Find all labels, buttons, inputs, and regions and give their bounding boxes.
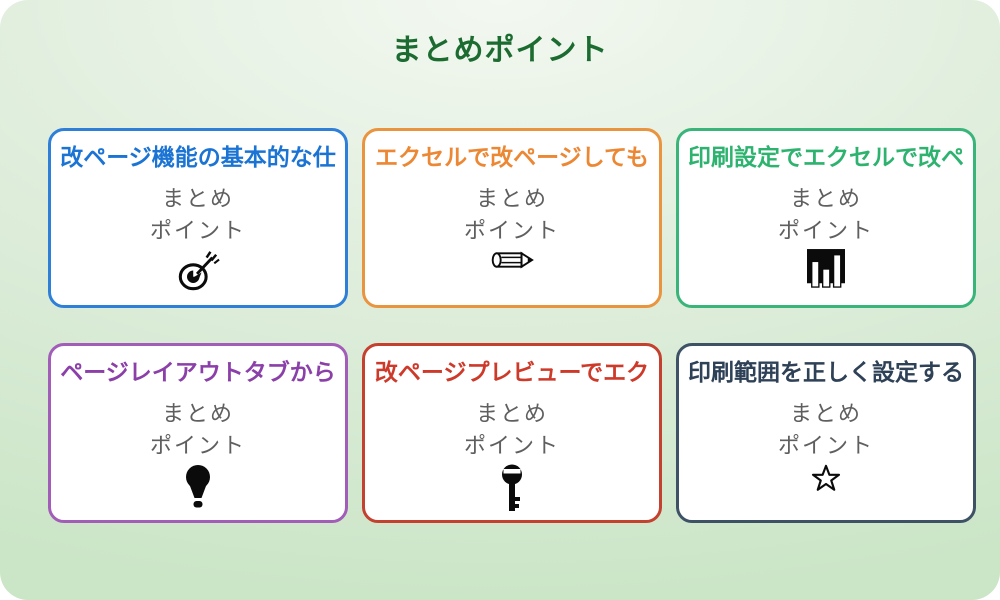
card-body: まとめ ポイント xyxy=(149,186,246,243)
card-excel-page-break: エクセルで改ページしても まとめ ポイント xyxy=(362,128,662,308)
card-body: まとめ ポイント xyxy=(149,401,246,458)
star-icon xyxy=(811,464,841,494)
card-page-break-preview: 改ページプレビューでエク まとめ ポイント xyxy=(362,343,662,523)
card-title: エクセルで改ページしても xyxy=(375,144,649,170)
card-title: 印刷範囲を正しく設定する xyxy=(688,359,964,385)
bar-chart-icon xyxy=(807,249,845,289)
card-print-area: 印刷範囲を正しく設定する まとめ ポイント xyxy=(676,343,976,523)
target-icon xyxy=(175,249,221,293)
key-icon xyxy=(499,464,525,514)
card-page-layout-tab: ページレイアウトタブから まとめ ポイント xyxy=(48,343,348,523)
card-print-settings: 印刷設定でエクセルで改ペ まとめ ポイント xyxy=(676,128,976,308)
card-body: まとめ ポイント xyxy=(777,401,874,458)
lightbulb-icon xyxy=(184,464,212,510)
card-body: まとめ ポイント xyxy=(777,186,874,243)
card-grid: 改ページ機能の基本的な仕 まとめ ポイント エ xyxy=(48,128,1000,523)
card-body: まとめ ポイント xyxy=(463,401,560,458)
card-title: ページレイアウトタブから xyxy=(60,359,336,385)
card-title: 改ページプレビューでエク xyxy=(374,359,650,385)
card-title: 印刷設定でエクセルで改ペ xyxy=(688,144,964,170)
card-page-break-basics: 改ページ機能の基本的な仕 まとめ ポイント xyxy=(48,128,348,308)
page-title: まとめポイント xyxy=(391,34,609,67)
card-title: 改ページ機能の基本的な仕 xyxy=(60,144,336,170)
card-body: まとめ ポイント xyxy=(463,186,560,243)
pencil-icon xyxy=(490,249,534,271)
